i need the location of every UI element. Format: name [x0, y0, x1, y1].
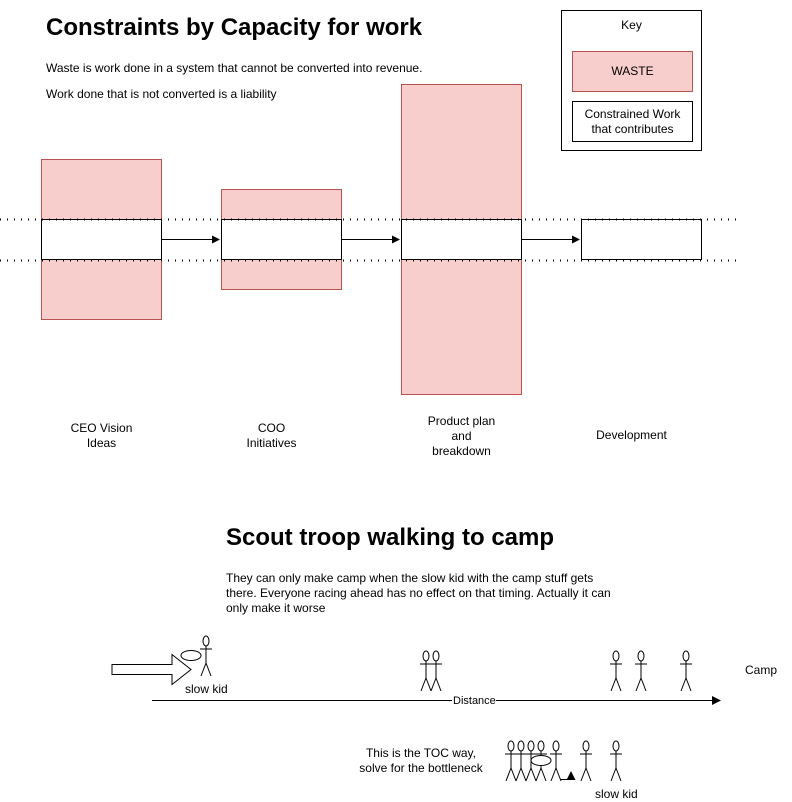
- work-block-product: [401, 219, 522, 260]
- section2-title: Scout troop walking to camp: [226, 524, 555, 551]
- key-legend: Key WASTE Constrained Work that contribu…: [561, 10, 702, 151]
- section1-title: Constraints by Capacity for work: [46, 14, 423, 41]
- camp-label: Camp: [745, 663, 778, 677]
- camp-stuff-bundle-icon: [180, 650, 202, 661]
- slow-kid-figure-icon: [180, 635, 213, 677]
- key-title: Key: [621, 18, 642, 32]
- key-waste-swatch: WASTE: [572, 51, 693, 92]
- slow-kid-label: slow kid: [185, 682, 228, 696]
- work-block-ceo: [41, 219, 162, 260]
- work-block-coo: [221, 219, 342, 260]
- scout-description: They can only make camp when the slow ki…: [226, 571, 611, 615]
- stage-label-ceo: CEO Vision Ideas: [70, 421, 133, 450]
- waste-definition-text: Waste is work done in a system that cann…: [46, 61, 423, 75]
- toc-label: This is the TOC way, solve for the bottl…: [359, 746, 483, 775]
- key-waste-label: WASTE: [611, 64, 654, 78]
- distance-label: Distance: [453, 695, 496, 707]
- stage-label-coo: COO Initiatives: [246, 421, 297, 450]
- liability-text: Work done that is not converted is a lia…: [46, 87, 277, 101]
- key-work-swatch: Constrained Work that contributes: [572, 101, 693, 142]
- toc-scout-group-icon: [504, 740, 623, 782]
- slow-kid-label-2: slow kid: [595, 787, 638, 801]
- stage-label-development: Development: [596, 428, 667, 442]
- work-block-development: [581, 219, 702, 260]
- toc-bundle-icon: [530, 755, 552, 766]
- fast-scouts-figure-icon: [609, 650, 693, 692]
- stage-label-product: Product plan and breakdown: [427, 414, 496, 458]
- direction-arrow-icon: [111, 653, 192, 686]
- key-work-label: Constrained Work that contributes: [584, 106, 681, 136]
- toc-small-arrow-icon: [561, 771, 576, 780]
- scout-pair-figure-icon: [419, 650, 443, 692]
